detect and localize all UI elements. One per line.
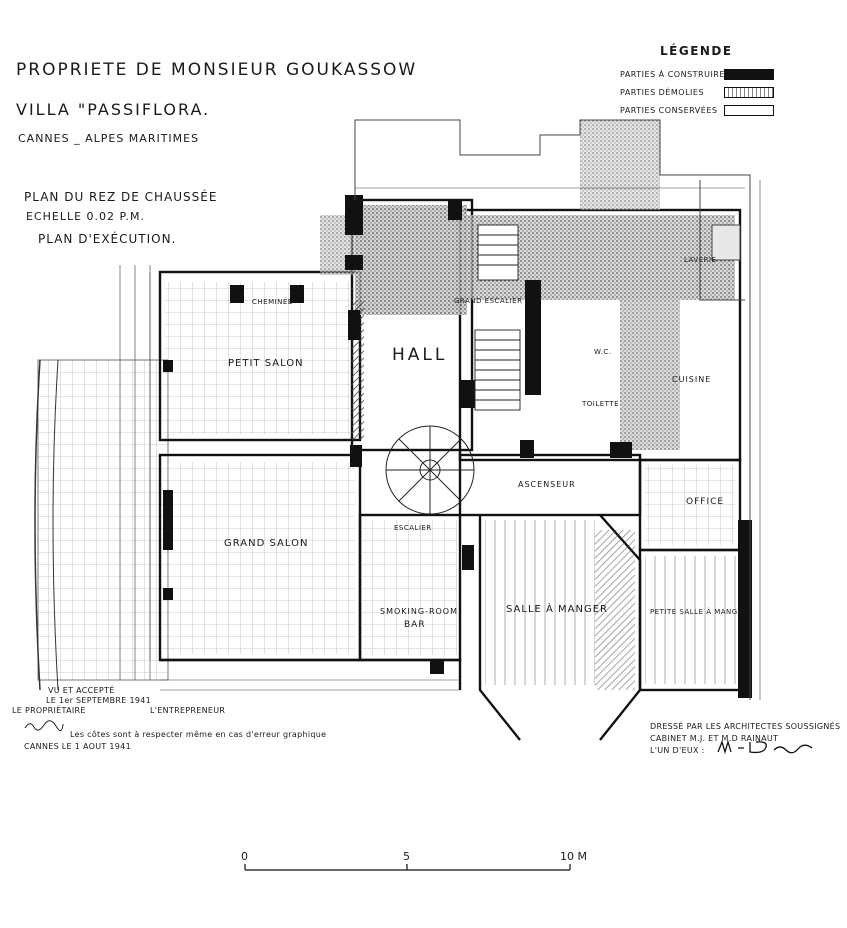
upper-level-outline [354, 119, 751, 700]
room-hall: HALL [392, 345, 448, 365]
floor-tiles [165, 282, 745, 685]
approval-date: LE 1er SEPTEMBRE 1941 [46, 696, 152, 705]
drawing-title: PROPRIETE DE MONSIEUR GOUKASSOW [16, 60, 418, 80]
room-office: OFFICE [686, 497, 725, 507]
drawn-by: DRESSÉ PAR LES ARCHITECTES SOUSSIGNÉS [650, 722, 841, 731]
room-grand-salon: GRAND SALON [224, 538, 309, 549]
legend-swatch-demolished [724, 87, 774, 98]
room-ascenseur: ASCENSEUR [518, 480, 576, 489]
plan-title: PLAN DU REZ DE CHAUSSÉE [24, 190, 218, 204]
approval-note: VU ET ACCEPTÉ [48, 686, 115, 695]
place-date: CANNES LE 1 AOUT 1941 [24, 742, 131, 751]
scale-note: ECHELLE 0.02 P.M. [26, 210, 145, 223]
room-petit-salon: PETIT SALON [228, 358, 304, 369]
dimensions-note: Les côtes sont à respecter même en cas d… [70, 730, 327, 739]
room-toilette: TOILETTE [582, 400, 620, 408]
legend-label-conserved: PARTIES CONSERVÉES [620, 106, 718, 115]
legend-title: LÉGENDE [660, 44, 733, 58]
plan-type: PLAN D'EXÉCUTION. [38, 232, 177, 246]
new-walls [163, 195, 752, 698]
room-escalier: ESCALIER [394, 524, 432, 532]
villa-name: VILLA "PASSIFLORA. [16, 100, 211, 119]
proprietor-label: LE PROPRIÉTAIRE [12, 706, 86, 715]
legend-label-demolished: PARTIES DÉMOLIES [620, 88, 705, 97]
scale-label-0: 0 [241, 850, 248, 863]
room-laverie: LAVERIE [684, 256, 717, 264]
firm-name: CABINET M.J. ET M.D RAINAUT [650, 734, 779, 743]
legend-swatch-conserved [724, 105, 774, 116]
room-cuisine: CUISINE [672, 375, 712, 384]
grand-stair [474, 224, 521, 411]
location: CANNES _ ALPES MARITIMES [18, 132, 200, 145]
room-salle-a-manger: SALLE À MANGER [506, 604, 608, 615]
terrace-grid [34, 265, 169, 691]
room-grand-escalier: GRAND ESCALIER [454, 297, 523, 305]
room-cheminee: CHEMINÉE [252, 298, 293, 306]
spiral-stair [385, 425, 475, 515]
room-smoking-room: SMOKING-ROOM [380, 607, 459, 616]
scale-label-10m: 10 M [560, 850, 587, 863]
scale-label-5: 5 [403, 850, 410, 863]
legend-swatch-construct [724, 69, 774, 80]
legend-label-construct: PARTIES À CONSTRUIRE [620, 70, 725, 79]
room-bar: BAR [404, 620, 426, 630]
proprietor-signature [24, 716, 64, 731]
room-wc: W.C. [594, 348, 612, 356]
signatory-label: L'UN D'EUX : [650, 746, 705, 755]
dimension-lines [149, 180, 761, 700]
room-petite-salle-a-manger: PETITE SALLE À MANGER [650, 608, 749, 616]
contractor-label: L'ENTREPRENEUR [150, 706, 226, 715]
architect-signature [716, 738, 816, 756]
scale-bar [244, 864, 571, 871]
